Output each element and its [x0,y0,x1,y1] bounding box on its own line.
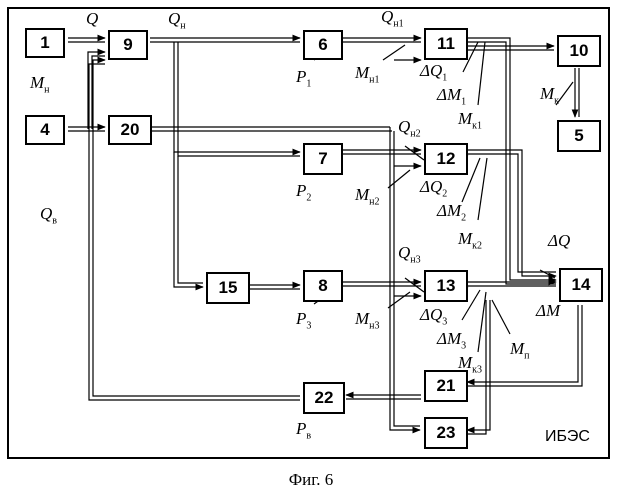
label-P3: P3 [296,310,311,331]
label-dQ3: ΔQ3 [420,306,447,327]
label-Mk3: Mк3 [458,354,482,375]
label-P1: P1 [296,68,311,89]
label-dQ1: ΔQ1 [420,62,447,83]
label-Pv: Pв [296,420,311,441]
block-22: 22 [303,382,345,414]
label-Qn2: Qн2 [398,118,421,139]
block-10: 10 [557,35,601,67]
block-20: 20 [108,115,152,145]
label-Qn: Qн [168,10,186,31]
label-Mk2: Mк2 [458,230,482,251]
block-8: 8 [303,270,343,302]
label-dQ: ΔQ [548,232,570,253]
label-dQ2: ΔQ2 [420,178,447,199]
label-Mk: Mк [540,85,559,106]
label-dM: ΔM [536,302,560,323]
ibes-label: ИБЭС [545,428,590,446]
label-Mp: Mп [510,340,530,361]
label-Mn2: Mн2 [355,186,380,207]
block-14: 14 [559,268,603,302]
label-Q: Q [86,10,98,31]
figure-caption: Фиг. 6 [0,470,622,490]
label-Qn3: Qн3 [398,244,421,265]
block-5: 5 [557,120,601,152]
block-12: 12 [424,143,468,175]
block-1: 1 [25,28,65,58]
block-23: 23 [424,417,468,449]
label-Mn3: Mн3 [355,310,380,331]
label-Qn1: Qн1 [381,8,404,29]
label-dM1: ΔM1 [437,86,466,107]
block-13: 13 [424,270,468,302]
block-9: 9 [108,30,148,60]
block-11: 11 [424,28,468,60]
block-15: 15 [206,272,250,304]
block-7: 7 [303,143,343,175]
block-4: 4 [25,115,65,145]
label-P2: P2 [296,182,311,203]
label-Mk1: Mк1 [458,110,482,131]
label-dM2: ΔM2 [437,202,466,223]
label-Mn: Mн [30,74,50,95]
label-dM3: ΔM3 [437,330,466,351]
label-Qv: Qв [40,205,57,226]
block-6: 6 [303,30,343,60]
label-Mn1: Mн1 [355,64,380,85]
